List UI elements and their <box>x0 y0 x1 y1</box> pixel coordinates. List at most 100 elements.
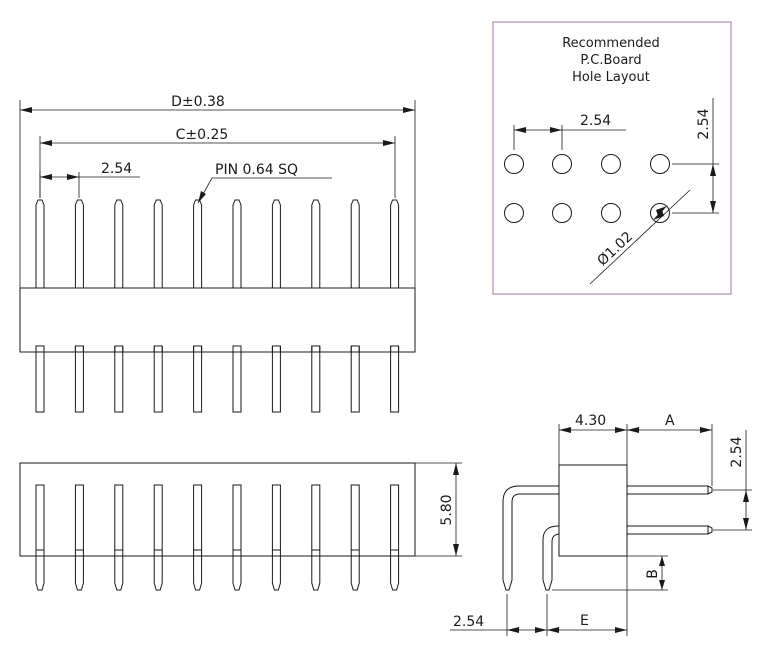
front-pin-lower <box>35 345 45 413</box>
body-arrow-right <box>615 427 627 433</box>
side-pin-tail <box>153 550 163 591</box>
height-arrow-bottom <box>453 544 459 556</box>
c-arrow-right <box>383 140 395 146</box>
right-angle-body <box>558 464 628 557</box>
b-arrow-top <box>659 556 665 566</box>
side-pin-tail <box>350 550 360 591</box>
row-arrow-top <box>743 490 749 502</box>
c-label: C±0.25 <box>176 127 229 143</box>
hole <box>552 203 572 223</box>
side-pin-tail <box>390 550 400 591</box>
side-pin-slot <box>114 484 124 551</box>
pitch-arrow-left <box>40 174 52 180</box>
front-pin-lower <box>153 345 163 413</box>
hole <box>504 203 524 223</box>
pcb-pitch-h-label: 2.54 <box>580 113 611 129</box>
front-pin-upper <box>311 199 321 288</box>
hole-dia-label: Ø1.02 <box>594 229 636 269</box>
right-angle-view: 4.30 A 2.54 B 2.54 E <box>450 413 752 636</box>
d-label: D±0.38 <box>171 94 225 110</box>
pcb-vpitch-arrow-top <box>710 164 716 176</box>
pcb-hole-layout: Recommended P.C.Board Hole Layout 2.54 2… <box>492 21 732 295</box>
front-pin-lower <box>311 345 321 413</box>
front-view: D±0.38 C±0.25 2.54 PIN 0.64 SQ <box>19 94 416 413</box>
side-pin-tail <box>74 550 84 591</box>
height-arrow-top <box>453 463 459 475</box>
e-label: E <box>580 613 589 629</box>
pitch-bottom-arrow-right <box>535 627 547 633</box>
front-pin-upper <box>390 199 400 288</box>
side-pin-slot <box>232 484 242 551</box>
side-pin-tail <box>271 550 281 591</box>
pcb-title-line1: Recommended <box>562 36 660 51</box>
pcb-title-line3: Hole Layout <box>572 70 650 85</box>
pin-note-label: PIN 0.64 SQ <box>215 162 298 178</box>
e-arrow-right <box>615 627 627 633</box>
d-arrow-left <box>20 107 32 113</box>
b-arrow-bottom <box>659 580 665 590</box>
front-header-body <box>19 287 416 353</box>
side-pin-tail <box>35 550 45 591</box>
hole <box>552 154 572 174</box>
e-arrow-left <box>547 627 559 633</box>
side-pin-slot <box>350 484 360 551</box>
pcb-vpitch-arrow-bottom <box>710 201 716 213</box>
front-pin-upper <box>153 199 163 288</box>
row-arrow-bottom <box>743 518 749 530</box>
pcb-pitch-arrow-left <box>514 127 526 133</box>
side-pin-tail <box>311 550 321 591</box>
d-arrow-right <box>403 107 415 113</box>
side-pin-slot <box>35 484 45 551</box>
a-arrow-left <box>627 427 639 433</box>
side-pin-slot <box>271 484 281 551</box>
pitch-arrow-right <box>67 174 79 180</box>
side-pin-tail <box>232 550 242 591</box>
front-pin-lower <box>271 345 281 413</box>
side-pin-slot <box>390 484 400 551</box>
front-pin-upper <box>114 199 124 288</box>
c-arrow-left <box>40 140 52 146</box>
height-label: 5.80 <box>439 494 455 525</box>
side-view: 5.80 <box>19 462 462 591</box>
pin-note-leader <box>197 177 332 204</box>
hole <box>601 203 621 223</box>
lower-pin-tip <box>707 525 713 535</box>
pitch-bottom-label: 2.54 <box>453 614 484 630</box>
pcb-pitch-arrow-right <box>550 127 562 133</box>
upper-bent-pin <box>502 485 709 591</box>
front-pin-upper <box>232 199 242 288</box>
side-pin-tail <box>193 550 203 591</box>
front-pin-lower <box>350 345 360 413</box>
pitch-bottom-arrow-left <box>507 627 519 633</box>
side-pin-slot <box>311 484 321 551</box>
hole <box>650 154 670 174</box>
hole <box>601 154 621 174</box>
hole <box>650 203 670 223</box>
pcb-pitch-v-label: 2.54 <box>696 108 712 139</box>
front-pins <box>35 199 400 413</box>
pcb-layout-frame <box>492 21 732 295</box>
pcb-title-line2: P.C.Board <box>580 53 641 68</box>
b-label: B <box>645 569 661 579</box>
pcb-holes <box>504 154 670 223</box>
row-pitch-label: 2.54 <box>729 436 745 467</box>
front-pin-upper <box>193 199 203 288</box>
front-pin-lower <box>390 345 400 413</box>
side-pin-slot <box>193 484 203 551</box>
side-pin-slot <box>74 484 84 551</box>
side-pins <box>35 484 400 591</box>
front-pin-upper <box>35 199 45 288</box>
front-pin-upper <box>350 199 360 288</box>
side-pin-slot <box>153 484 163 551</box>
side-pin-tail <box>114 550 124 591</box>
front-pin-upper <box>271 199 281 288</box>
pin-note-arrow <box>198 191 206 203</box>
front-pin-lower <box>193 345 203 413</box>
body-width-label: 4.30 <box>575 413 606 429</box>
hole <box>504 154 524 174</box>
front-pin-lower <box>114 345 124 413</box>
lower-bent-pin <box>542 525 709 591</box>
body-arrow-left <box>559 427 571 433</box>
front-pin-lower <box>232 345 242 413</box>
